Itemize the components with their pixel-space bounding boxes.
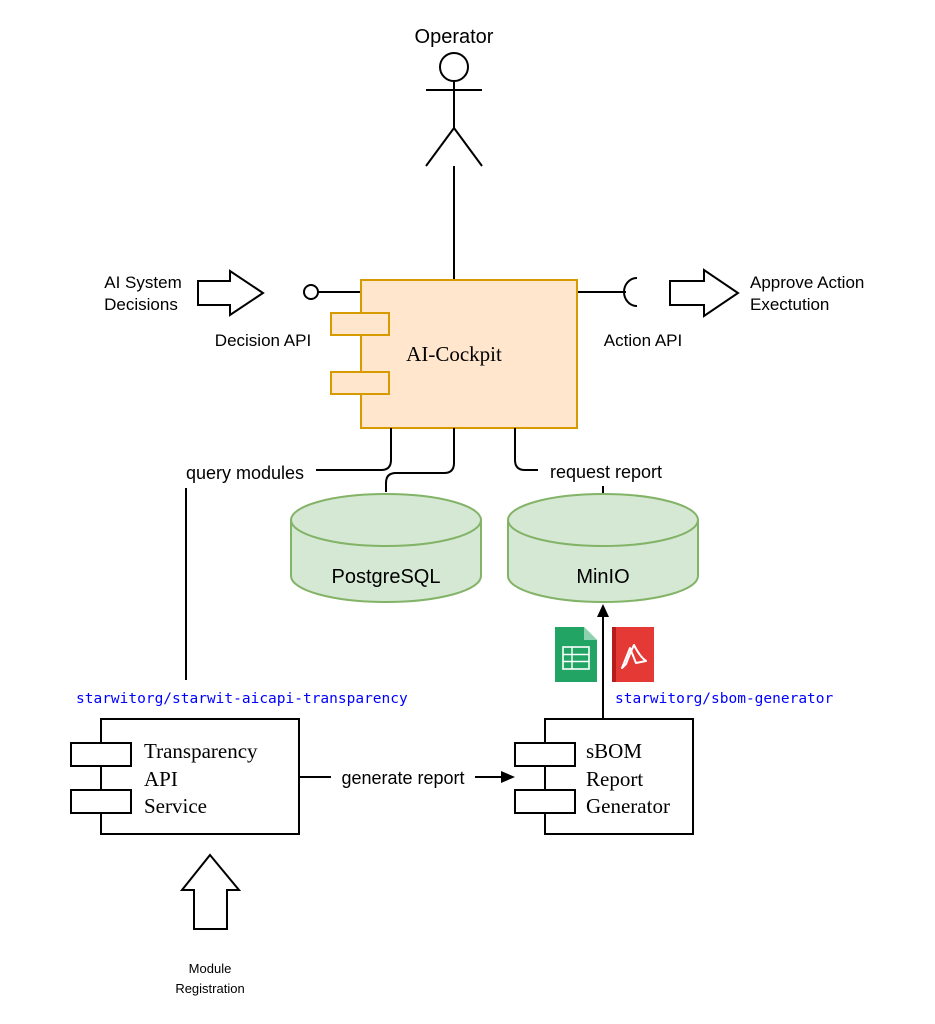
- request-report-connector: [514, 428, 538, 471]
- transparency-label-line1: Transparency: [144, 739, 258, 763]
- ai-cockpit-port-top: [330, 312, 390, 336]
- postgresql-database[interactable]: PostgreSQL: [290, 493, 482, 603]
- decision-api-label: Decision API: [215, 331, 311, 350]
- minio-label: MinIO: [576, 566, 629, 588]
- postgresql-label: PostgreSQL: [332, 566, 441, 588]
- ai-cockpit-component[interactable]: AI-Cockpit: [330, 279, 578, 429]
- transparency-label-line2: API: [144, 767, 178, 791]
- sbom-port-top: [514, 742, 576, 767]
- sbom-repo-label[interactable]: starwitorg/sbom-generator: [615, 691, 834, 707]
- approve-action-label-line1: Approve Action: [750, 273, 864, 292]
- generate-report-label: generate report: [341, 768, 464, 788]
- sbom-label-line3: Generator: [586, 794, 670, 818]
- sbom-generator-component[interactable]: sBOM Report Generator: [514, 718, 694, 835]
- module-registration-arrow-icon: [179, 853, 242, 930]
- sbom-to-minio-arrowhead: [597, 604, 609, 617]
- query-modules-connector: [316, 428, 392, 471]
- action-api-socket-icon[interactable]: [623, 277, 638, 307]
- approve-action-label-line2: Exectution: [750, 295, 829, 314]
- transparency-port-bottom: [70, 789, 132, 814]
- operator-label: Operator: [415, 26, 494, 48]
- approve-action-arrow-icon: [669, 268, 740, 318]
- request-report-label: request report: [550, 462, 662, 482]
- query-modules-label: query modules: [186, 463, 304, 483]
- sbom-label-line2: Report: [586, 767, 643, 791]
- generate-report-arrowhead: [501, 771, 515, 783]
- module-registration-label-line2: Registration: [175, 981, 244, 996]
- sbom-label-line1: sBOM: [586, 739, 642, 763]
- ai-cockpit-port-bottom: [330, 371, 390, 395]
- transparency-api-component[interactable]: Transparency API Service: [70, 718, 300, 835]
- module-registration-label-line1: Module: [189, 961, 232, 976]
- decision-api-lollipop-icon[interactable]: [303, 284, 319, 300]
- minio-database[interactable]: MinIO: [507, 493, 699, 603]
- transparency-port-top: [70, 742, 132, 767]
- cockpit-to-postgres-connector: [385, 428, 455, 492]
- transparency-label-line3: Service: [144, 794, 207, 818]
- action-api-label: Action API: [604, 331, 682, 350]
- operator-actor[interactable]: [425, 52, 483, 167]
- spreadsheet-icon: [555, 627, 597, 682]
- sbom-port-bottom: [514, 789, 576, 814]
- pdf-icon: [612, 627, 654, 682]
- ai-decisions-label-line1: AI System: [104, 273, 181, 292]
- ai-cockpit-label: AI-Cockpit: [406, 342, 502, 366]
- ai-decisions-label-line2: Decisions: [104, 295, 178, 314]
- transparency-repo-label[interactable]: starwitorg/starwit-aicapi-transparency: [76, 691, 408, 707]
- ai-decisions-arrow-icon: [197, 269, 265, 317]
